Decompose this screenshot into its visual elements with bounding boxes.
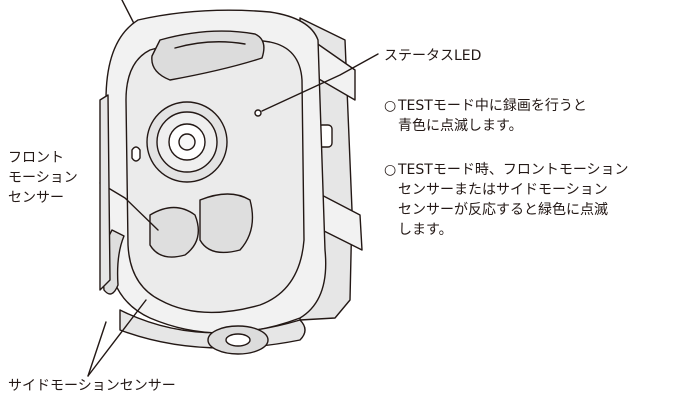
leader-line-status-led [261, 53, 379, 112]
tripod-screw [225, 333, 251, 347]
note2-line1: ○TESTモード時、フロントモーション [384, 162, 629, 178]
bullet-circle-icon: ○ [384, 162, 397, 178]
front-motion-sensor [149, 206, 199, 258]
status-led [254, 109, 262, 117]
label-front-sensor-line3: センサー [8, 190, 64, 206]
note-test-recording: ○TESTモード中に録画を行うと 青色に点滅します。 [384, 96, 587, 136]
front-panel [125, 37, 305, 314]
note2-line3: センサーが反応すると緑色に点滅 [398, 202, 608, 218]
label-front-sensor-line2: モーション [8, 170, 78, 186]
lens-center [178, 133, 196, 151]
label-front-sensor-line1: フロント [8, 150, 64, 166]
note2-line4: します。 [398, 222, 453, 238]
note1-line2: 青色に点滅します。 [398, 118, 523, 134]
label-status-led: ステータスLED [384, 48, 482, 64]
mic-icon [131, 146, 141, 162]
leader-line-side-sensor-2 [87, 299, 147, 377]
left-side-rail [99, 94, 111, 291]
note2-line2: センサーまたはサイドモーション [398, 182, 608, 198]
ir-window-line [174, 41, 246, 49]
bullet-circle-icon: ○ [384, 98, 397, 114]
leader-line-side-sensor-1 [87, 321, 107, 377]
note-test-motion: ○TESTモード時、フロントモーション センサーまたはサイドモーション センサー… [384, 160, 629, 240]
sensor-window [199, 193, 254, 254]
note1-line1: ○TESTモード中に録画を行うと [384, 98, 587, 114]
label-side-sensor: サイドモーションセンサー [8, 378, 176, 394]
